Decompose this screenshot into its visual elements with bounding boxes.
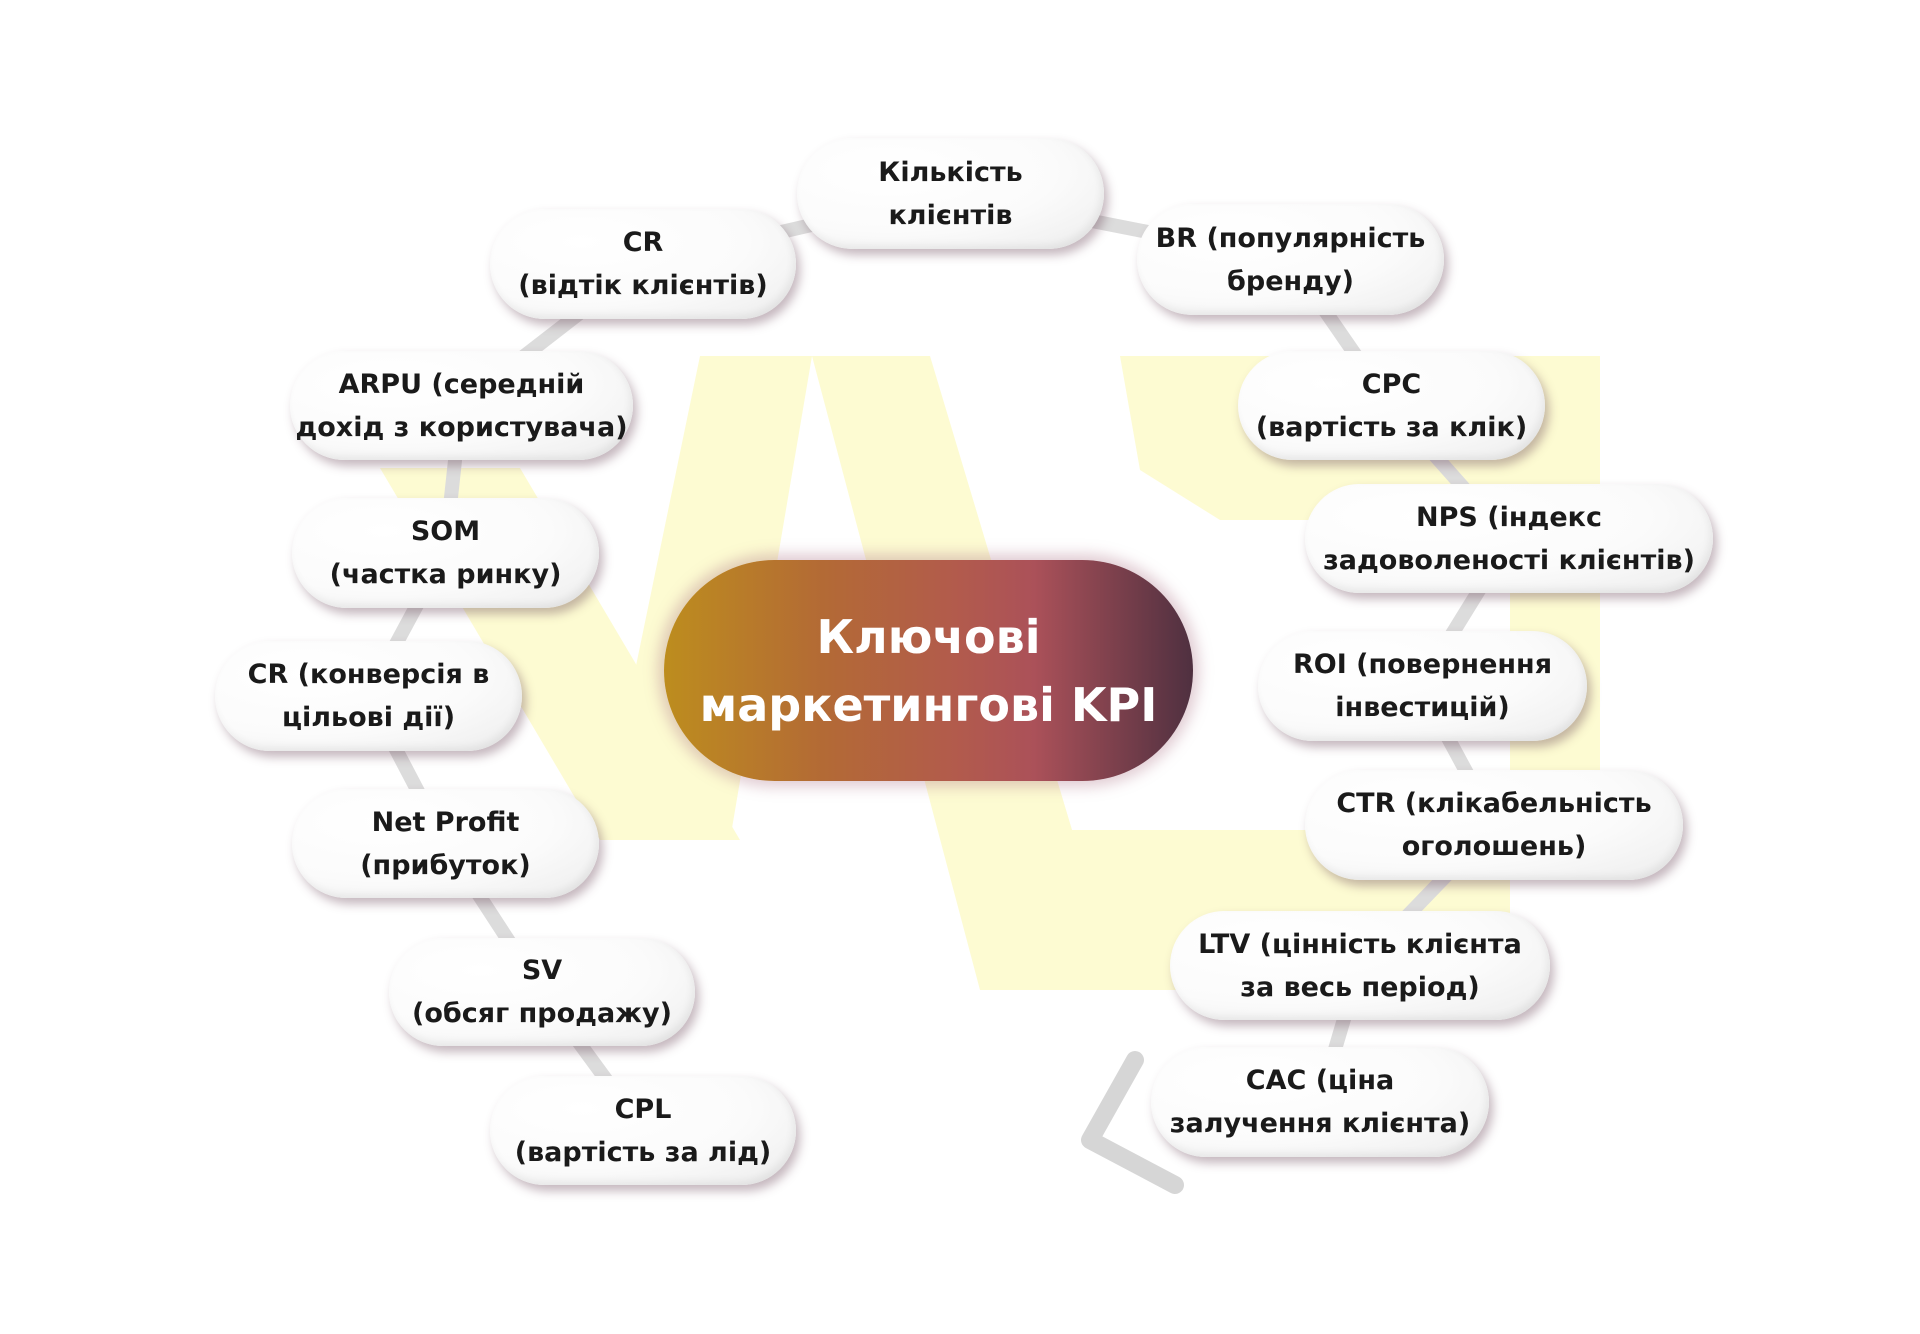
chevron-left-arrow-icon [1081, 1051, 1184, 1194]
kpi-node-som: SOM (частка ринку) [292, 498, 599, 608]
node-label: оголошень) [1401, 831, 1587, 862]
node-label: BR (популярність [1155, 222, 1426, 254]
node-label: інвестицій) [1335, 692, 1510, 723]
kpi-node-ctr: CTR (клікабельність оголошень) [1305, 770, 1683, 880]
kpi-node-br: BR (популярність бренду) [1137, 204, 1444, 315]
node-label: цільові дії) [281, 702, 456, 733]
central-title-line1: Ключові [816, 609, 1041, 664]
node-label: залучення клієнта) [1169, 1108, 1471, 1139]
node-label: (частка ринку) [329, 559, 562, 590]
node-label: NPS (індекс [1416, 501, 1602, 533]
node-label: CPL [614, 1093, 672, 1125]
node-label: (вартість за клік) [1255, 411, 1528, 443]
central-title-line2: маркетингові KPI [699, 677, 1158, 732]
node-label: ROI (повернення [1292, 649, 1553, 680]
node-label: бренду) [1227, 265, 1354, 297]
node-label: клієнтів [888, 199, 1013, 231]
node-label: CPC [1361, 368, 1422, 400]
kpi-node-sv: SV (обсяг продажу) [389, 938, 695, 1046]
node-label: за весь період) [1240, 971, 1480, 1003]
node-label: SOM [410, 516, 481, 547]
kpi-node-roi: ROI (повернення інвестицій) [1258, 631, 1587, 741]
node-label: (обсяг продажу) [412, 998, 672, 1029]
node-label: дохід з користувача) [295, 411, 628, 443]
node-label: задоволеності клієнтів) [1323, 544, 1695, 576]
kpi-node-cac: CAC (ціна залучення клієнта) [1151, 1047, 1489, 1157]
kpi-node-nps: NPS (індекс задоволеності клієнтів) [1305, 484, 1713, 593]
kpi-node-cr-churn: CR (відтік клієнтів) [490, 209, 796, 319]
node-label: ARPU (середній [338, 368, 585, 400]
node-label: (вартість за лід) [514, 1136, 772, 1168]
node-label: LTV (цінність клієнта [1198, 928, 1522, 960]
kpi-node-client-count: Кількість клієнтів [797, 138, 1104, 249]
node-label: CAC (ціна [1245, 1065, 1395, 1096]
node-label: CTR (клікабельність [1336, 788, 1652, 819]
node-label: Net Profit [371, 806, 520, 838]
node-label: CR [622, 227, 664, 258]
node-label: (прибуток) [360, 849, 531, 881]
node-label: SV [521, 955, 563, 986]
kpi-node-cpl: CPL (вартість за лід) [490, 1076, 796, 1185]
kpi-node-cr-conversion: CR (конверсія в цільові дії) [215, 641, 522, 751]
node-label: (відтік клієнтів) [518, 270, 768, 301]
kpi-node-cpc: CPC (вартість за клік) [1238, 351, 1545, 460]
node-label: CR (конверсія в [247, 659, 490, 690]
kpi-node-ltv: LTV (цінність клієнта за весь період) [1170, 911, 1550, 1020]
node-label: Кількість [878, 156, 1023, 188]
central-topic: Ключові маркетингові KPI [664, 560, 1193, 781]
kpi-node-arpu: ARPU (середній дохід з користувача) [290, 351, 633, 460]
kpi-node-net-profit: Net Profit (прибуток) [292, 789, 599, 898]
